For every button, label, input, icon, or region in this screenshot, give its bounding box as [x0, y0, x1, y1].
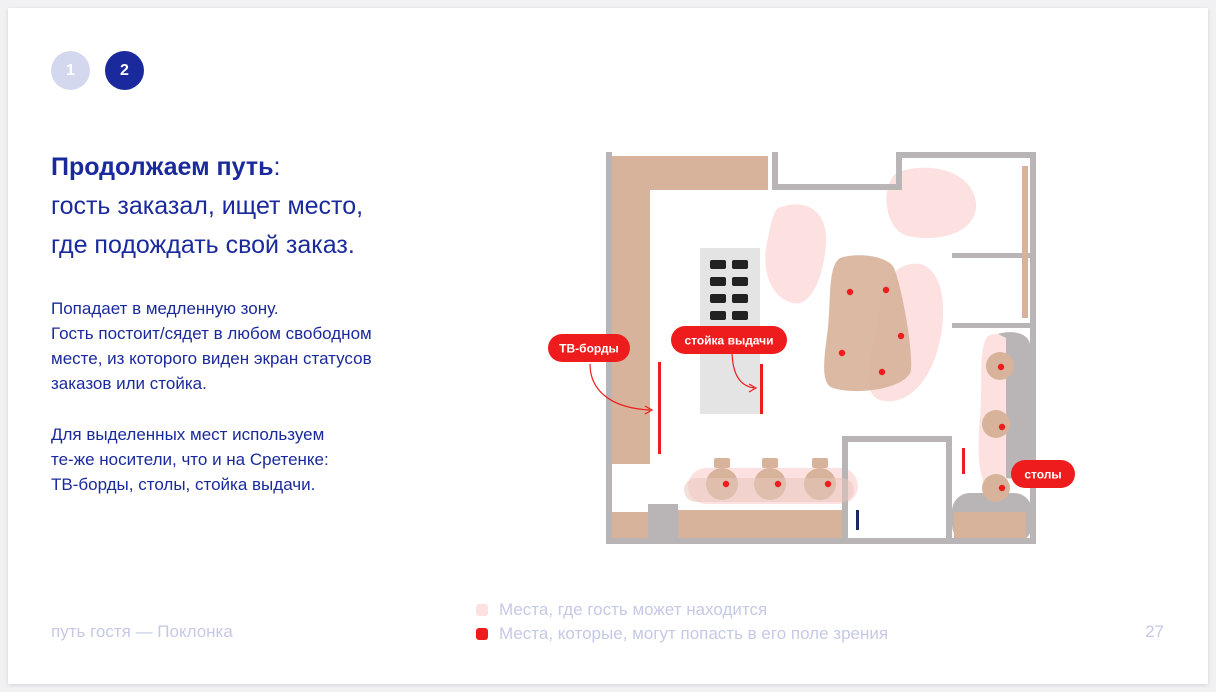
dark-marker: [856, 510, 859, 530]
paragraph-2-line: Для выделенных мест используем: [51, 425, 325, 444]
chair: [714, 458, 730, 468]
callout-pickup-counter-label: стойка выдачи: [684, 334, 773, 348]
callout-tv-boards-label: ТВ-борды: [559, 342, 619, 356]
legend: Места, где гость может находится Места, …: [476, 598, 888, 646]
paragraph-1: Попадает в медленную зону. Гость постоит…: [51, 296, 471, 396]
table-round: [982, 410, 1010, 438]
step-indicator-2[interactable]: 2: [105, 51, 144, 90]
walls: [606, 152, 1036, 544]
callout-tv-boards: ТВ-борды: [548, 334, 630, 362]
table-round: [982, 474, 1010, 502]
legend-label-zone: Места, где гость может находится: [499, 600, 768, 619]
page-number: 27: [1145, 622, 1164, 641]
order-status-screen: [710, 260, 748, 320]
paragraph-1-line: месте, из которого виден экран статусов: [51, 349, 372, 368]
callout-tables: столы: [1011, 460, 1075, 488]
heading-colon: :: [273, 153, 281, 181]
paragraph-1-line: заказов или стойка.: [51, 374, 207, 393]
table-large: [824, 255, 912, 392]
tv-board-markers: [658, 362, 965, 474]
paragraph-1-line: Попадает в медленную зону.: [51, 299, 279, 318]
chair: [762, 458, 778, 468]
callout-arrows: [589, 349, 758, 415]
paragraph-2: Для выделенных мест используем те-же нос…: [51, 422, 471, 497]
paragraph-2-line: ТВ-борды, столы, стойка выдачи.: [51, 475, 316, 494]
heading-line-3: где подождать свой заказ.: [51, 231, 355, 259]
legend-item-view: Места, которые, могут попасть в его поле…: [476, 622, 888, 646]
callout-tables-label: столы: [1024, 468, 1061, 482]
paragraph-2-line: те-же носители, что и на Сретенке:: [51, 450, 329, 469]
step-indicator-1[interactable]: 1: [51, 51, 90, 90]
heading-bold: Продолжаем путь: [51, 153, 274, 181]
legend-label-view: Места, которые, могут попасть в его поле…: [499, 624, 889, 643]
callout-pickup-counter: стойка выдачи: [671, 326, 787, 354]
view-points: [722, 286, 1006, 492]
slide: 1 2 Продолжаем путь: гость заказал, ищет…: [8, 8, 1208, 684]
paragraph-1-line: Гость постоит/сядет в любом свободном: [51, 324, 372, 343]
page-heading: Продолжаем путь: гость заказал, ищет мес…: [51, 148, 471, 265]
legend-item-zone: Места, где гость может находится: [476, 598, 888, 622]
zone-blob: [886, 167, 977, 239]
bar-counter: [612, 156, 768, 464]
bench: [954, 512, 1026, 538]
legend-swatch-zone: [476, 604, 488, 616]
bench: [678, 510, 842, 538]
zone-blob: [765, 204, 827, 304]
legend-swatch-view: [476, 628, 488, 640]
heading-line-2: гость заказал, ищет место,: [51, 192, 364, 220]
floor-plan: ТВ-борды стойка выдачи столы: [548, 152, 1075, 544]
bench: [612, 512, 648, 538]
footer-caption: путь гостя — Поклонка: [51, 622, 233, 641]
chair: [812, 458, 828, 468]
shelf: [1022, 166, 1028, 318]
